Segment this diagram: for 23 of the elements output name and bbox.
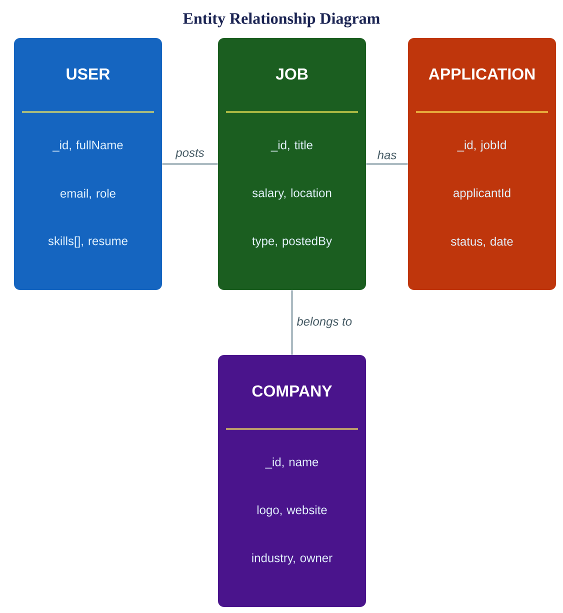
field-text: email, role <box>60 188 116 200</box>
entity-title: APPLICATION <box>428 68 535 80</box>
field-text: type, postedBy <box>252 236 332 248</box>
field-text: _id, fullName <box>52 140 123 152</box>
diagram-title: Entity Relationship Diagram <box>183 12 380 28</box>
field-text: industry, owner <box>252 553 332 565</box>
field-text: salary, location <box>252 188 332 200</box>
field-text: skills[], resume <box>48 236 128 248</box>
field-text: status, date <box>450 236 513 248</box>
connector-line <box>162 163 218 165</box>
edge-label: belongs to <box>295 315 354 330</box>
field-text: logo, website <box>257 505 327 517</box>
field-text: _id, jobId <box>457 140 506 152</box>
edge-label: has <box>376 149 398 161</box>
field-text: _id, name <box>265 457 318 469</box>
connector-line <box>366 163 408 165</box>
connector-line <box>291 290 293 355</box>
entity-title: COMPANY <box>252 385 332 397</box>
field-text: applicantId <box>453 188 510 200</box>
field-text: _id, title <box>270 140 312 152</box>
edge-label: posts <box>174 148 206 161</box>
entity-title: JOB <box>276 68 308 80</box>
entity-title: USER <box>66 68 110 80</box>
